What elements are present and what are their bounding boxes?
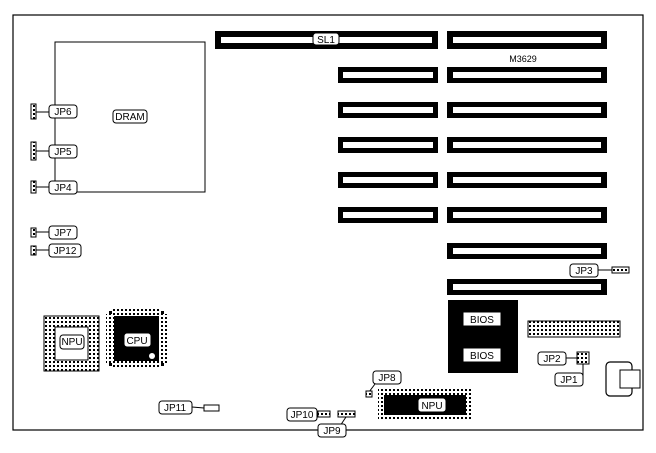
jumper-block — [365, 390, 373, 398]
jumper-label-jp12: JP12 — [54, 246, 77, 257]
npu-dip-chip: NPU — [378, 389, 472, 421]
bios-chip: BIOS — [448, 300, 518, 338]
jumper-label-jp7: JP7 — [54, 228, 72, 239]
npu-chip-socket: NPU — [43, 315, 100, 372]
keyboard-connector — [605, 361, 641, 397]
slot-group-right — [447, 31, 607, 295]
jumper-label-jp2: JP2 — [543, 354, 561, 365]
jumper-label-jp10: JP10 — [291, 410, 314, 421]
jumper-block — [576, 351, 590, 365]
jumper-block — [611, 266, 630, 274]
jumper-block — [337, 410, 356, 418]
model-label: M3629 — [509, 54, 537, 64]
jumper-label-jp5: JP5 — [54, 147, 72, 158]
bios-label-2: BIOS — [470, 351, 494, 362]
jumper-label-jp1: JP1 — [560, 375, 578, 386]
cpu-chip: CPU — [106, 308, 167, 369]
jumper-block — [203, 404, 220, 412]
bios-label-1: BIOS — [470, 315, 494, 326]
jumper-label-jp6: JP6 — [54, 107, 72, 118]
jumper-label-jp3: JP3 — [575, 266, 593, 277]
jumper-block — [30, 141, 37, 161]
dram-label: DRAM — [115, 112, 144, 123]
pin-header-strip — [527, 320, 621, 338]
jumper-block — [317, 410, 331, 418]
cpu-label: CPU — [126, 336, 147, 347]
jumper-label-jp4: JP4 — [54, 183, 72, 194]
slot-label-sl1: SL1 — [317, 35, 335, 46]
npu2-label: NPU — [421, 401, 442, 412]
jumper-block — [30, 103, 37, 120]
npu-label: NPU — [61, 337, 82, 348]
slot-group-left — [215, 31, 438, 223]
bios-chip: BIOS — [448, 337, 518, 373]
jumper-block — [30, 227, 37, 238]
jumper-block — [30, 245, 37, 256]
jumper-label-jp9: JP9 — [323, 426, 341, 437]
jumper-label-jp11: JP11 — [164, 403, 186, 414]
jumper-label-jp8: JP8 — [378, 373, 396, 384]
jumper-block — [30, 180, 37, 194]
